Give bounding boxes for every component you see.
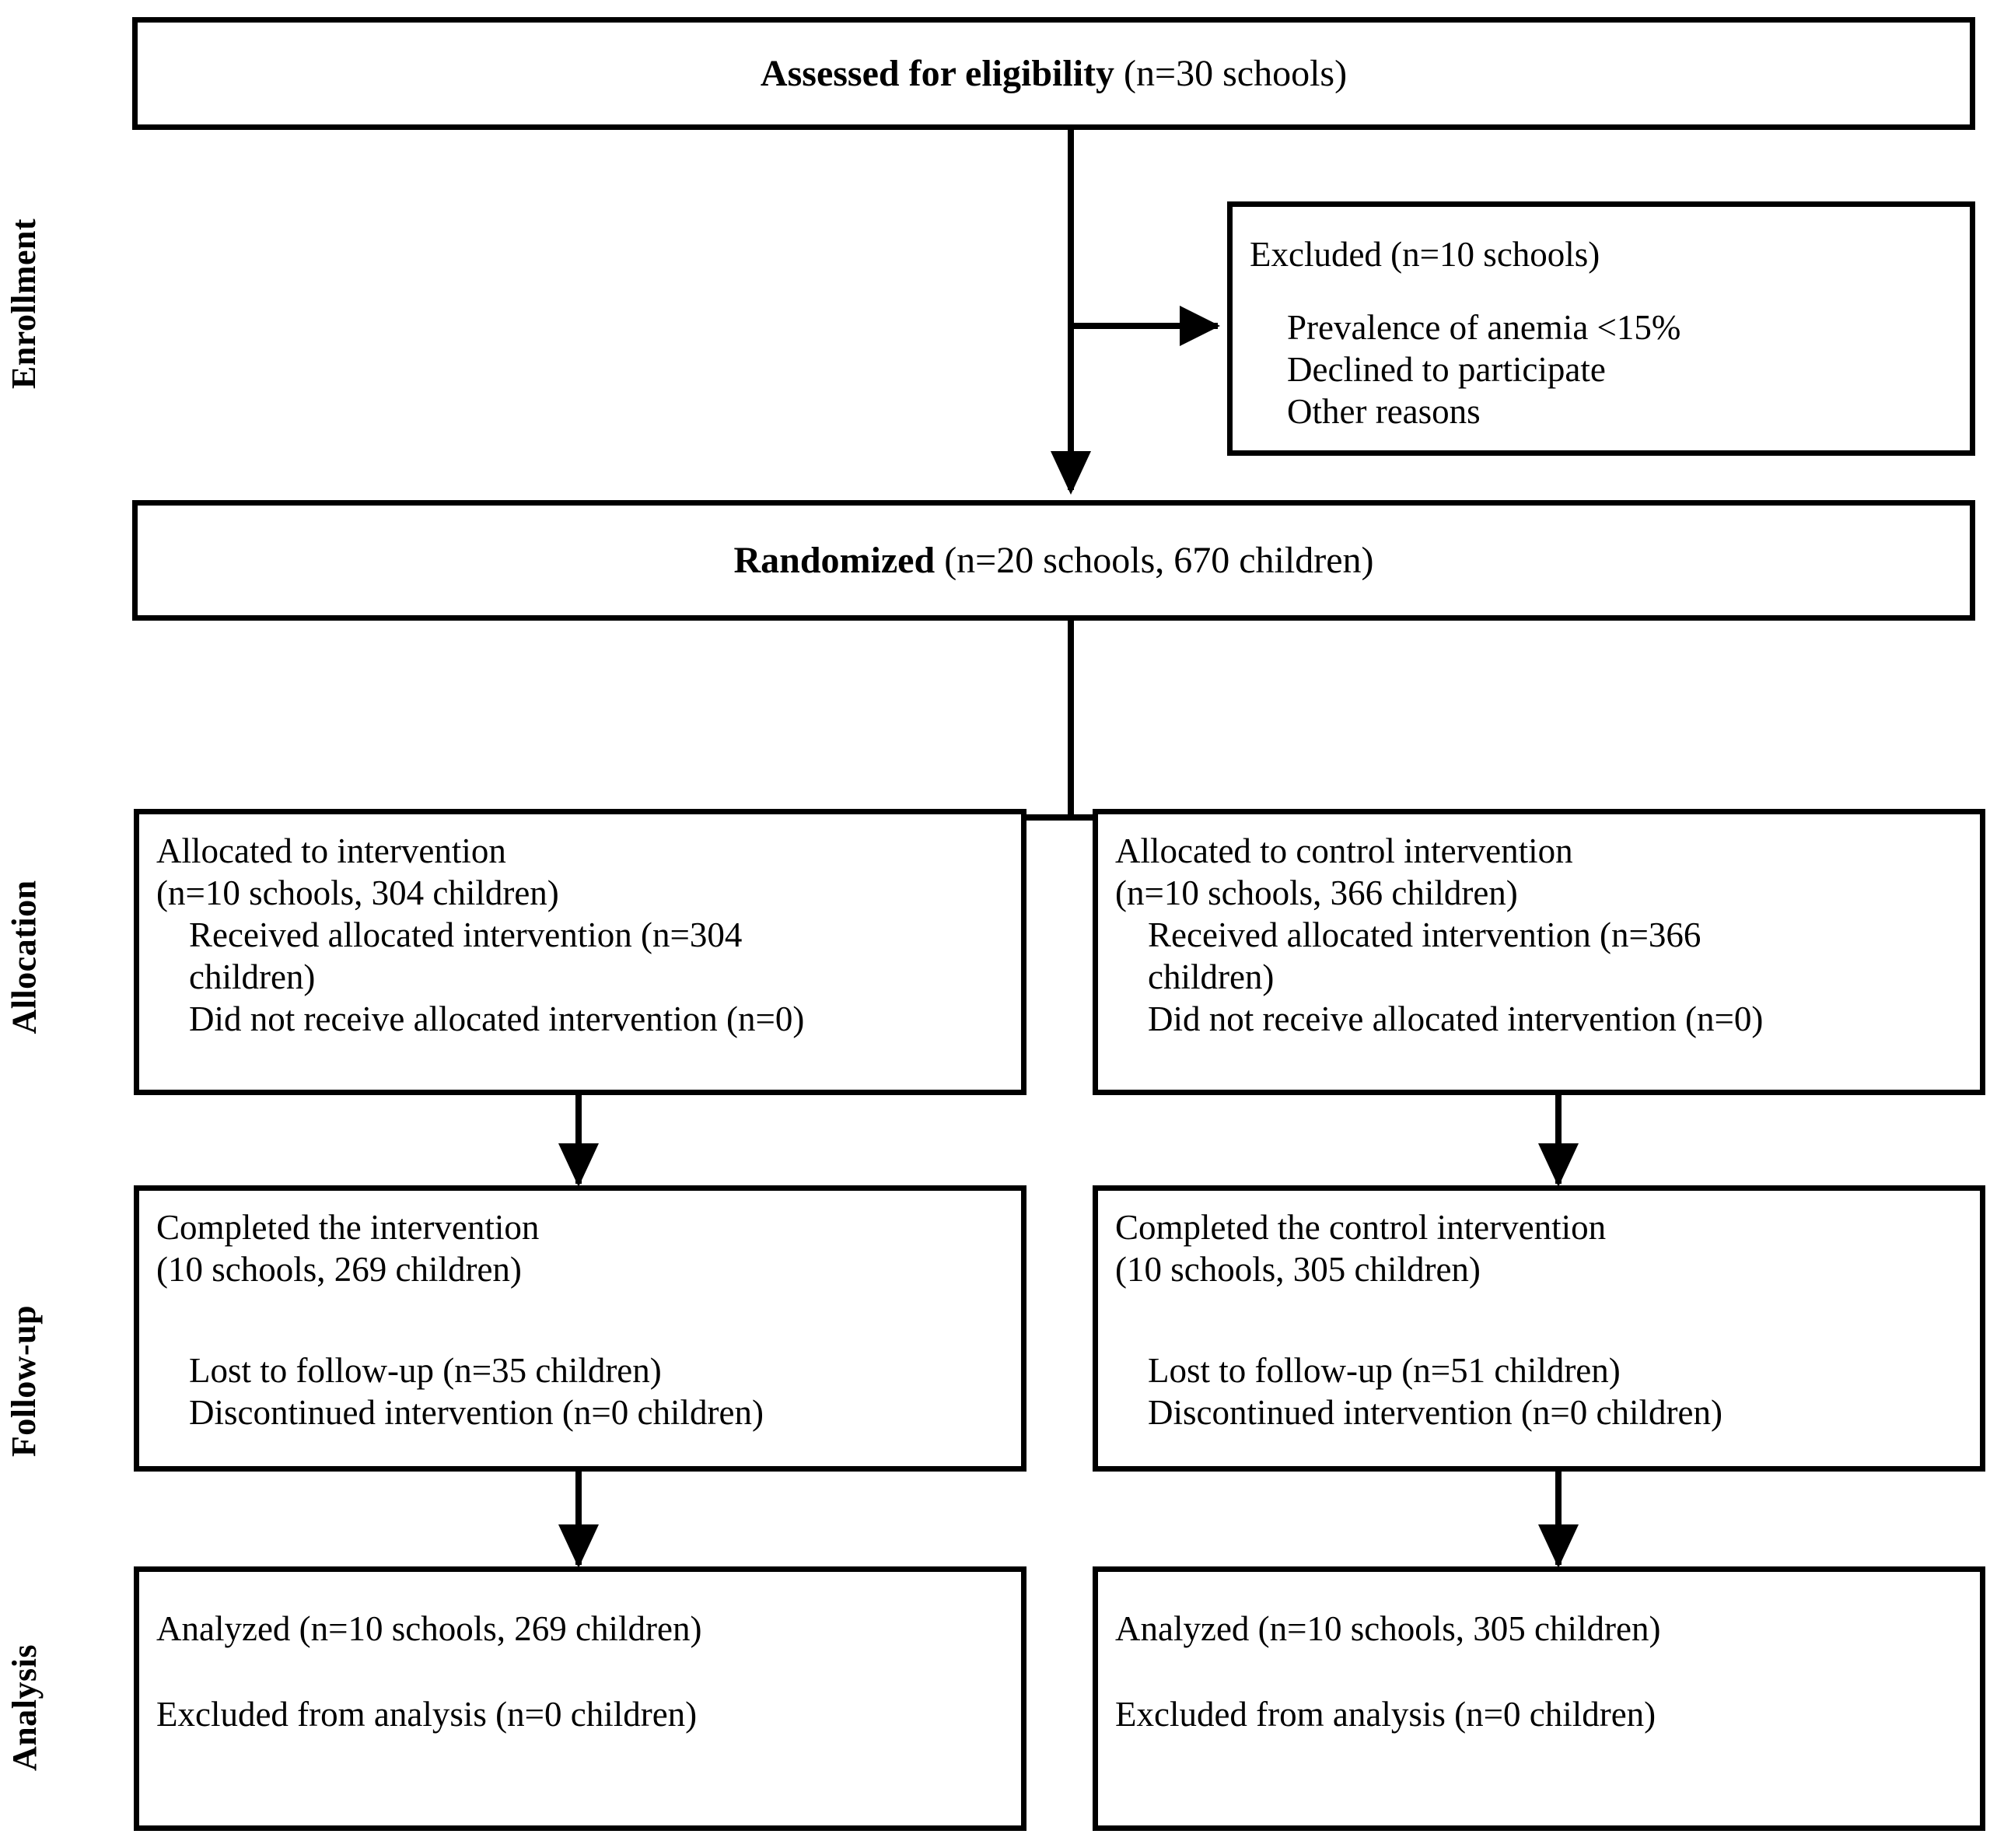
followup-right-sub1: Lost to follow-up (n=51 children) [1148,1351,1621,1390]
arrowhead-to-followup-right [1538,1143,1579,1187]
eligibility-title-bold: Assessed for eligibility [760,52,1115,94]
arrowhead-to-analysis-right [1538,1524,1579,1568]
connector-randomized-fork-bar [565,814,1576,821]
followup-right-line1: Completed the control intervention [1115,1208,1607,1247]
alloc-right-line1: Allocated to control intervention [1115,831,1573,870]
stage-label-allocation: Allocation [0,809,48,1104]
stage-label-followup: Follow-up [0,1244,48,1517]
stage-label-allocation-text: Allocation [5,879,44,1034]
followup-right-sub2: Discontinued intervention (n=0 children) [1148,1393,1722,1432]
connector-followup-left-to-analysis-left [575,1472,582,1565]
stage-label-enrollment: Enrollment [0,148,48,459]
box-analysis-intervention: Analyzed (n=10 schools, 269 children) Ex… [134,1566,1026,1831]
followup-left-line1: Completed the intervention [156,1208,540,1247]
box-allocated-intervention: Allocated to intervention (n=10 schools,… [134,809,1026,1095]
stage-label-analysis: Analysis [0,1587,48,1828]
stage-label-analysis-text: Analysis [5,1643,44,1771]
randomized-title-rest: (n=20 schools, 670 children) [935,539,1374,581]
alloc-right-sub2: Did not receive allocated intervention (… [1148,999,1764,1038]
arrowhead-to-randomized [1051,451,1091,495]
analysis-right-line2: Excluded from analysis (n=0 children) [1115,1695,1656,1734]
alloc-left-sub1b: children) [189,957,316,996]
box-completed-control-intervention: Completed the control intervention (10 s… [1093,1185,1985,1472]
connector-eligibility-to-excluded [1068,323,1218,329]
arrowhead-to-analysis-left [558,1524,599,1568]
alloc-right-sub1b: children) [1148,957,1275,996]
alloc-left-sub1: Received allocated intervention (n=304 [189,915,743,954]
alloc-left-line1: Allocated to intervention [156,831,506,870]
box-randomized: Randomized (n=20 schools, 670 children) [132,500,1975,621]
analysis-left-line1: Analyzed (n=10 schools, 269 children) [156,1609,702,1648]
alloc-left-line2: (n=10 schools, 304 children) [156,873,559,912]
randomized-title-bold: Randomized [733,539,936,581]
followup-left-sub2: Discontinued intervention (n=0 children) [189,1393,764,1432]
followup-left-sub1: Lost to follow-up (n=35 children) [189,1351,662,1390]
stage-label-followup-text: Follow-up [5,1304,44,1457]
stage-label-enrollment-text: Enrollment [5,218,44,389]
alloc-left-sub2: Did not receive allocated intervention (… [189,999,805,1038]
connector-alloc-right-to-followup-right [1555,1090,1562,1184]
connector-followup-right-to-analysis-right [1555,1472,1562,1565]
excluded-reason-2: Other reasons [1287,392,1481,431]
connector-randomized-trunk [1068,614,1074,821]
alloc-right-line2: (n=10 schools, 366 children) [1115,873,1518,912]
excluded-reason-0: Prevalence of anemia <15% [1287,308,1681,347]
connector-alloc-left-to-followup-left [575,1090,582,1184]
box-allocated-control: Allocated to control intervention (n=10 … [1093,809,1985,1095]
excluded-heading: Excluded (n=10 schools) [1250,235,1600,274]
box-completed-intervention: Completed the intervention (10 schools, … [134,1185,1026,1472]
followup-right-line2: (10 schools, 305 children) [1115,1250,1481,1289]
alloc-right-sub1: Received allocated intervention (n=366 [1148,915,1701,954]
box-excluded: Excluded (n=10 schools) Prevalence of an… [1227,201,1975,456]
eligibility-title-rest: (n=30 schools) [1114,52,1348,94]
analysis-left-line2: Excluded from analysis (n=0 children) [156,1695,698,1734]
excluded-reason-1: Declined to participate [1287,350,1606,389]
box-assessed-for-eligibility: Assessed for eligibility (n=30 schools) [132,17,1975,130]
analysis-right-line1: Analyzed (n=10 schools, 305 children) [1115,1609,1661,1648]
arrowhead-to-followup-left [558,1143,599,1187]
box-analysis-control: Analyzed (n=10 schools, 305 children) Ex… [1093,1566,1985,1831]
connector-eligibility-to-randomized [1068,124,1074,490]
arrowhead-to-excluded [1180,306,1220,346]
followup-left-line2: (10 schools, 269 children) [156,1250,522,1289]
